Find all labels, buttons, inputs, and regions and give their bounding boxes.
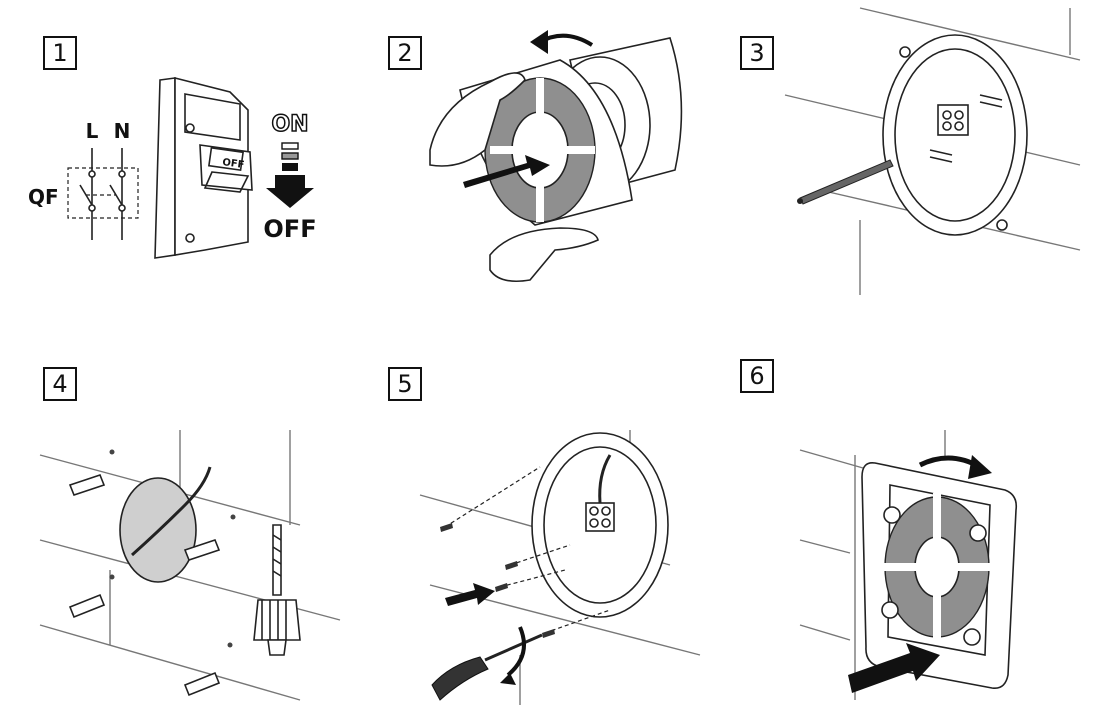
step-5-panel: 5 [370,355,740,713]
step-1-diagram: L N QF OFF ON OFF [28,76,317,259]
circuit-box [67,167,139,219]
step-6-number: 6 [740,359,774,393]
step-6-panel: 6 [740,355,1114,713]
step-1-panel: 1 L N QF OFF ON OFF [0,0,370,300]
step-6-diagram [799,430,1018,700]
terminal-block [937,104,969,136]
step-4-number: 4 [43,367,77,401]
step-1-number: 1 [43,36,77,70]
push-arrow [848,643,940,693]
step-2-diagram [429,30,683,283]
step-3-number: 3 [740,36,774,70]
step-4-panel: 4 [0,355,370,713]
step-4-diagram [39,430,341,701]
step-5-number: 5 [388,367,422,401]
down-arrow [266,175,314,208]
step-5-diagram [419,430,701,705]
line-label: L [86,119,99,143]
on-label: ON [271,112,308,137]
step-3-panel: 3 [740,0,1114,300]
step-3-diagram [784,7,1081,295]
pull-arrow [463,155,550,188]
off-label: OFF [263,215,316,243]
circuit-label: QF [28,185,59,209]
neutral-label: N [114,119,131,143]
step-2-number: 2 [388,36,422,70]
step-2-panel: 2 [370,0,740,300]
breaker-off-label: OFF [222,157,245,171]
